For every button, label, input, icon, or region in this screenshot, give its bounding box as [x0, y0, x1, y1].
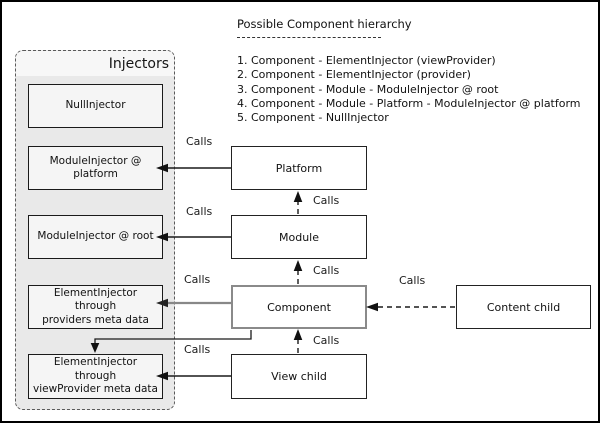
node-moduleinjector-root: ModuleInjector @ root: [28, 215, 163, 259]
node-module: Module: [231, 215, 367, 259]
hierarchy-item-2: 2. Component - ElementInjector (provider…: [237, 68, 471, 82]
node-content-child: Content child: [456, 285, 591, 329]
arrowhead-module-up-icon: [293, 191, 303, 202]
arrowhead-contentchild-left-icon: [366, 302, 378, 312]
calls-label-platform: Calls: [186, 135, 213, 148]
calls-label-module-platform: Calls: [313, 194, 340, 207]
node-moduleinjector-platform: ModuleInjector @ platform: [28, 146, 163, 190]
hierarchy-item-4: 4. Component - Module - Platform - Modul…: [237, 96, 581, 110]
calls-label-component-module: Calls: [313, 264, 340, 277]
hierarchy-item-3: 3. Component - Module - ModuleInjector @…: [237, 82, 499, 96]
node-null-injector: NullInjector: [28, 84, 163, 128]
injectors-panel-header: Injectors: [16, 51, 174, 76]
node-component: Component: [231, 285, 367, 329]
node-platform: Platform: [231, 146, 367, 190]
calls-label-viewchild-component: Calls: [313, 334, 340, 347]
hierarchy-title: Possible Component hierarchy: [237, 17, 412, 31]
hierarchy-list: 1. Component - ElementInjector (viewProv…: [237, 54, 581, 125]
hierarchy-item-1: 1. Component - ElementInjector (viewProv…: [237, 54, 496, 67]
injectors-panel-title: Injectors: [108, 55, 169, 72]
node-elementinjector-providers: ElementInjector through providers meta d…: [28, 285, 163, 329]
hierarchy-item-5: 5. Component - NullInjector: [237, 111, 389, 125]
arrowhead-component-up-icon: [293, 260, 303, 271]
node-view-child: View child: [231, 354, 367, 399]
calls-label-viewprovider: Calls: [184, 343, 211, 356]
calls-label-root: Calls: [186, 205, 213, 218]
calls-label-contentchild-component: Calls: [399, 274, 426, 287]
hierarchy-title-underline: [237, 37, 381, 38]
node-elementinjector-viewprovider: ElementInjector through viewProvider met…: [28, 354, 163, 399]
calls-label-providers: Calls: [184, 273, 211, 286]
arrowhead-viewchild-up-icon: [293, 329, 303, 340]
